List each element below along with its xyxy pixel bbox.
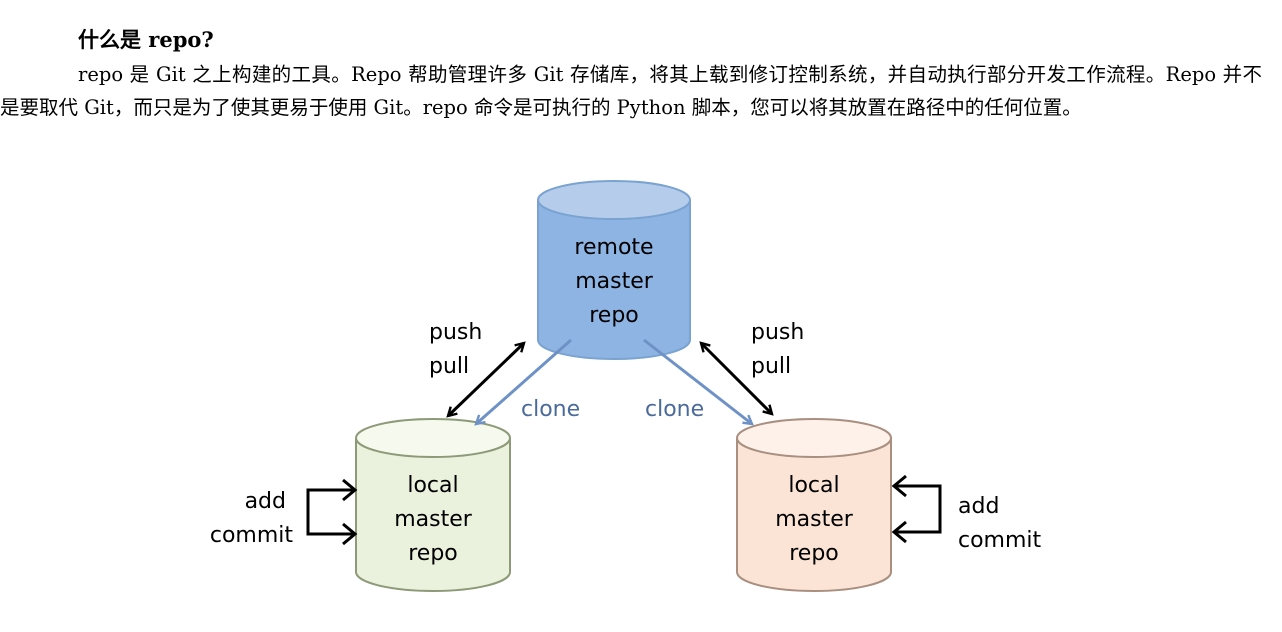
local-left-label-line1: local [407, 473, 458, 498]
local-right-label-line1: local [788, 473, 839, 498]
push-pull-right-arrow [699, 341, 774, 416]
local-left-label-line2: master [394, 507, 473, 532]
clone-right-arrow [643, 338, 754, 426]
right-pull-label: pull [751, 354, 791, 379]
remote-label-line1: remote [574, 235, 653, 260]
left-commit-arrowheads [342, 478, 358, 546]
clone-right-label: clone [645, 397, 704, 422]
left-pull-label: pull [429, 354, 469, 379]
local-master-repo-left-cylinder: local master repo [355, 418, 511, 592]
clone-left-label: clone [521, 397, 580, 422]
remote-cylinder-body [537, 200, 691, 360]
local-right-cylinder-body [736, 438, 892, 592]
clone-left-arrow [474, 338, 572, 426]
local-right-cylinder-top [736, 418, 892, 458]
right-push-label: push [751, 320, 804, 345]
local-master-repo-right-cylinder: local master repo [736, 418, 892, 592]
body-paragraph: repo 是 Git 之上构建的工具。Repo 帮助管理许多 Git 存储库，将… [0, 63, 1262, 119]
right-commit-loop [895, 484, 942, 534]
local-left-cylinder-body [355, 438, 511, 592]
right-commit-label: commit [958, 528, 1042, 553]
left-push-label: push [429, 320, 482, 345]
local-right-label-line2: master [775, 507, 854, 532]
push-pull-left-arrow [446, 341, 526, 418]
left-commit-loop [306, 488, 354, 536]
left-commit-label: commit [210, 523, 294, 548]
left-add-label: add [245, 489, 286, 514]
remote-label-line2: master [575, 269, 654, 294]
local-right-label-line3: repo [789, 541, 839, 566]
local-left-label-line3: repo [408, 541, 458, 566]
right-commit-arrowheads [891, 474, 907, 544]
section-heading: 什么是 repo? [78, 27, 214, 52]
remote-cylinder-top [537, 180, 691, 220]
local-left-cylinder-top [355, 418, 511, 458]
remote-label-line3: repo [589, 303, 639, 328]
remote-master-repo-cylinder: remote master repo [537, 180, 691, 360]
right-add-label: add [958, 494, 999, 519]
